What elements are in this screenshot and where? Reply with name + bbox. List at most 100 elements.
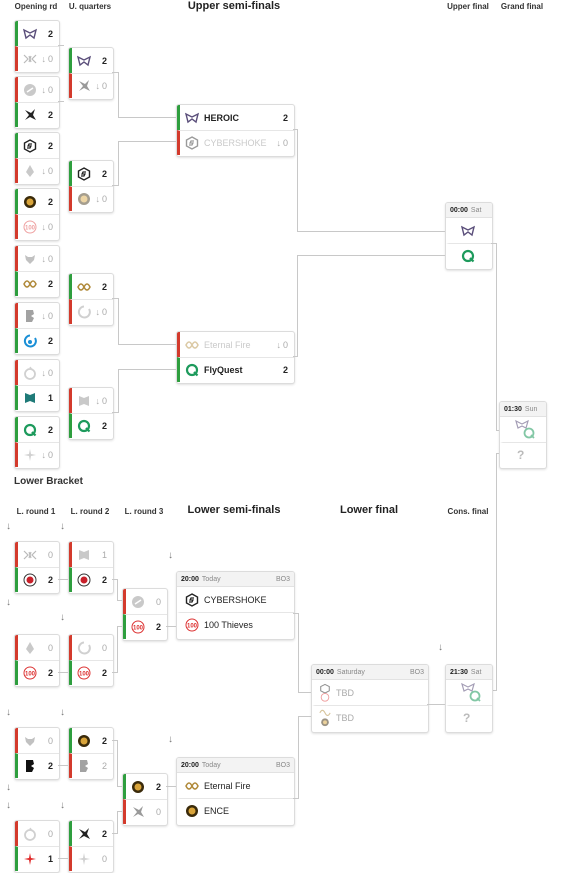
team-row-heroic[interactable]: HEROIC 2 [177,105,294,130]
team-row-flyquest[interactable]: 2 [15,417,59,442]
team-row-flame[interactable]: ↓0 [15,158,59,183]
team-row-flyquest[interactable] [446,243,492,268]
match-card-uq-3[interactable]: 2 ↓0 [68,273,114,326]
team-row-tbd[interactable]: ? [500,442,546,467]
team-row-flyquest[interactable]: 2 [69,413,113,438]
match-card-lr2-3[interactable]: 2 2 [68,727,114,780]
team-row-eternal-fire[interactable]: Eternal Fire [177,773,294,798]
match-card-lr1-4[interactable]: 0 1 [14,820,60,873]
team-row-star[interactable]: ↓0 [69,73,113,98]
team-row-rebels[interactable]: 2 [69,567,113,592]
team-row-ence[interactable]: 2 [15,189,59,214]
bracket-connector-line [293,356,297,357]
match-card-lr1-3[interactable]: 0 2 [14,727,60,780]
flyquest-logo-icon [23,423,37,437]
match-card-opening-1[interactable]: 2 ↓0 [14,20,60,73]
team-row-heroic[interactable]: 2 [69,48,113,73]
team-row-swirl[interactable]: ↓0 [69,299,113,324]
bracket-connector-line [297,255,445,256]
match-card-opening-7[interactable]: ↓0 1 [14,359,60,412]
team-row-swirl[interactable]: 2 [15,328,59,353]
team-row-b8[interactable]: 2 [15,753,59,778]
team-row-eternal-fire[interactable]: 2 [69,274,113,299]
team-row-swirl[interactable]: 0 [69,635,113,660]
match-card-opening-6[interactable]: ↓0 2 [14,302,60,355]
team-row-eternal-fire[interactable]: Eternal Fire ↓0 [177,332,294,357]
team-row-b8[interactable]: ↓0 [15,303,59,328]
match-card-opening-8[interactable]: 2 ↓0 [14,416,60,469]
match-card-lr3-2[interactable]: 2 0 [122,773,168,826]
team-row-star[interactable]: 2 [15,102,59,127]
team-row-sparkle[interactable]: ↓0 [15,442,59,467]
team-row-monte[interactable]: 1 [15,385,59,410]
team-row-bull[interactable]: ↓0 [15,246,59,271]
team-row-tbd-2[interactable]: TBD [312,705,428,730]
drop-arrow-icon: ↓ [60,800,65,811]
team-row-bull[interactable]: 0 [15,728,59,753]
match-card-lr1-2[interactable]: 0 100 2 [14,634,60,687]
monte-logo-icon [77,394,91,408]
team-row-ence[interactable]: ENCE [177,798,294,823]
team-row-ence[interactable]: 2 [123,774,167,799]
bracket-connector-line [58,672,68,673]
team-row-ence[interactable]: ↓0 [69,186,113,211]
match-card-uq-4[interactable]: ↓0 2 [68,387,114,440]
team-row-100-thieves[interactable]: 100 100 Thieves [177,612,294,637]
team-row-cybershoke[interactable]: 2 [15,133,59,158]
team-row-winner-upper[interactable] [500,417,546,442]
team-row-sparkle[interactable]: 0 [69,846,113,871]
team-row-100-thieves[interactable]: 100 2 [123,614,167,639]
match-card-lr2-2[interactable]: 0 100 2 [68,634,114,687]
team-row-star[interactable]: 2 [69,821,113,846]
team-row-b8[interactable]: 2 [69,753,113,778]
match-card-opening-4[interactable]: 2 100 ↓0 [14,188,60,241]
team-row-drop[interactable]: 0 [15,821,59,846]
team-row-flyquest[interactable]: FlyQuest 2 [177,357,294,382]
team-row-100-thieves[interactable]: 100 2 [15,660,59,685]
drop-arrow-icon: ↓ [6,597,11,608]
match-card-lr2-4[interactable]: 2 0 [68,820,114,873]
team-row-monte[interactable]: 1 [69,542,113,567]
ence-logo-icon [77,734,91,748]
match-card-lr2-1[interactable]: 1 2 [68,541,114,594]
team-row-loser-upper[interactable] [446,680,492,705]
match-card-opening-3[interactable]: 2 ↓0 [14,132,60,185]
team-row-dx[interactable]: ↓0 [15,46,59,71]
match-card-lr3-1[interactable]: 0 100 2 [122,588,168,641]
match-card-opening-5[interactable]: ↓0 2 [14,245,60,298]
match-card-usemi-2[interactable]: Eternal Fire ↓0 FlyQuest 2 [176,331,295,384]
team-row-heroic[interactable]: 2 [15,21,59,46]
team-row-tbd-1[interactable]: TBD [312,680,428,705]
team-row-dx[interactable]: 0 [15,542,59,567]
team-row-eternal-fire[interactable]: 2 [15,271,59,296]
team-row-flame[interactable]: 0 [15,635,59,660]
match-card-uq-2[interactable]: 2 ↓0 [68,160,114,213]
team-row-100-thieves[interactable]: 100 ↓0 [15,214,59,239]
team-row-rebels[interactable]: 2 [15,567,59,592]
bracket-connector-line [117,811,122,812]
team-row-ence[interactable]: 2 [69,728,113,753]
team-row-cybershoke[interactable]: 2 [69,161,113,186]
team-row-monte[interactable]: ↓0 [69,388,113,413]
team-row-circle[interactable]: 0 [123,589,167,614]
team-row-heroic[interactable] [446,218,492,243]
team-row-drop[interactable]: ↓0 [15,360,59,385]
match-card-usemi-1[interactable]: HEROIC 2 CYBERSHOKE ↓0 [176,104,295,157]
team-row-circle[interactable]: ↓0 [15,77,59,102]
team-row-sparkle[interactable]: 1 [15,846,59,871]
team-row-cybershoke[interactable]: CYBERSHOKE [177,587,294,612]
team-row-100-thieves[interactable]: 100 2 [69,660,113,685]
match-card-lr1-1[interactable]: 0 2 [14,541,60,594]
flame-logo-icon [23,641,37,655]
team-row-tbd[interactable]: ? [446,705,492,730]
team-row-cybershoke[interactable]: CYBERSHOKE ↓0 [177,130,294,155]
team-row-star[interactable]: 0 [123,799,167,824]
match-card-opening-2[interactable]: ↓0 2 [14,76,60,129]
match-card-uq-1[interactable]: 2 ↓0 [68,47,114,100]
